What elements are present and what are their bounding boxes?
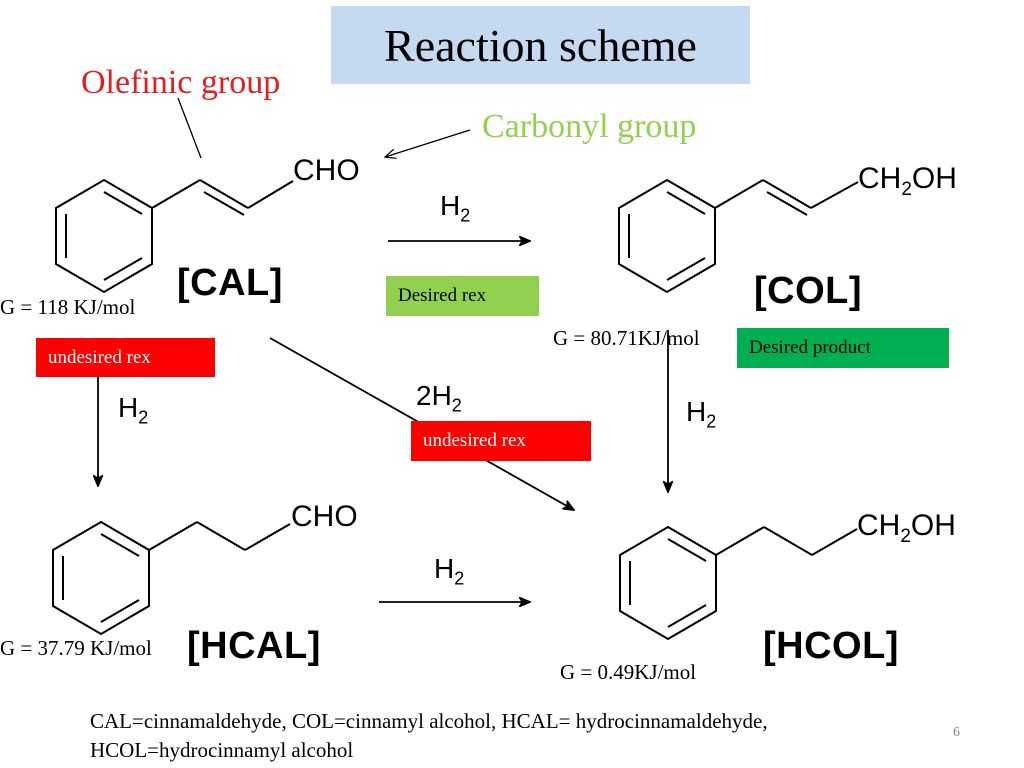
- hcol-benzene-ring: [619, 525, 717, 641]
- carbonyl-pointer-arrow: [385, 129, 471, 157]
- col-structure: [618, 178, 859, 294]
- hcol-label: [HCOL]: [763, 625, 899, 667]
- olefinic-pointer-line: [177, 97, 202, 159]
- cal-cho-group: CHO: [293, 154, 360, 187]
- col-energy: G = 80.71KJ/mol: [553, 326, 700, 350]
- cal-label: [CAL]: [177, 262, 283, 304]
- slide-title: Reaction scheme: [331, 6, 750, 84]
- hcal-cho-group: CHO: [291, 500, 358, 533]
- col-label: [COL]: [754, 270, 863, 312]
- hcal-benzene-ring: [52, 520, 150, 636]
- reagent-col-to-hcol: H2: [686, 396, 717, 432]
- reagent-hcal-to-hcol: H2: [434, 553, 465, 589]
- desired-product-tag: Desired product: [737, 328, 949, 368]
- desired-rex-tag: Desired rex: [386, 276, 539, 316]
- hcal-label: [HCAL]: [187, 625, 321, 667]
- hcal-structure: [52, 520, 291, 636]
- abbreviation-footnote: CAL=cinnamaldehyde, COL=cinnamyl alcohol…: [90, 707, 950, 765]
- reagent-cal-to-hcol: 2H2: [416, 380, 462, 416]
- hcol-structure: [619, 525, 858, 641]
- col-benzene-ring: [618, 178, 716, 294]
- cal-chain-bond-1: [151, 179, 201, 209]
- footnote-line-1: CAL=cinnamaldehyde, COL=cinnamyl alcohol…: [90, 709, 768, 733]
- cal-olefin-bond: [199, 179, 249, 209]
- cal-energy: G = 118 KJ/mol: [0, 295, 136, 319]
- slide-number: 6: [953, 725, 960, 740]
- hcal-energy: G = 37.79 KJ/mol: [0, 636, 152, 660]
- hcol-ch2oh-group: CH2OH: [857, 509, 956, 547]
- undesired-rex-tag-center: undesired rex: [411, 421, 591, 461]
- footnote-line-2: HCOL=hydrocinnamyl alcohol: [90, 738, 354, 762]
- col-ch2oh-group: CH2OH: [858, 162, 957, 200]
- col-olefin-bond: [762, 179, 812, 209]
- olefinic-group-label: Olefinic group: [81, 64, 281, 101]
- carbonyl-group-label: Carbonyl group: [482, 108, 697, 145]
- reagent-cal-to-hcal: H2: [118, 392, 149, 428]
- hcol-energy: G = 0.49KJ/mol: [560, 660, 697, 684]
- reagent-cal-to-col: H2: [440, 190, 471, 226]
- cal-chain-bond-3: [247, 180, 294, 209]
- undesired-rex-tag-left: undesired rex: [36, 338, 215, 377]
- cal-structure: [55, 178, 294, 294]
- cal-benzene-ring: [55, 178, 153, 294]
